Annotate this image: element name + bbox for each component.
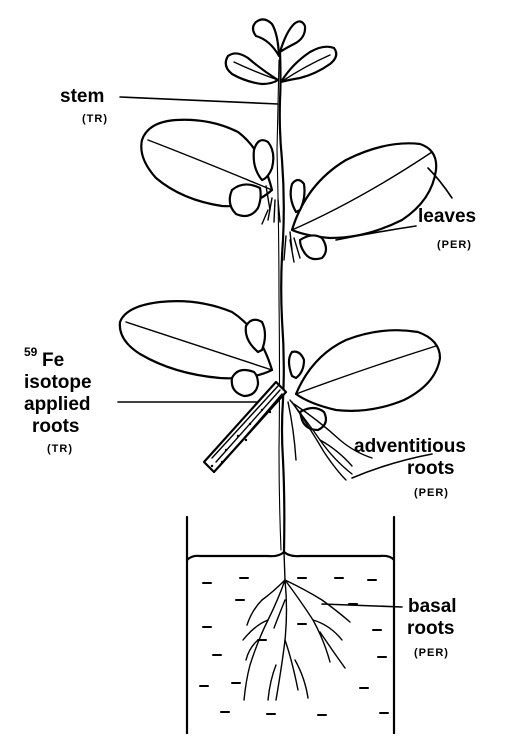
basal-roots-word: roots	[407, 618, 455, 639]
isotope-element: Fe	[42, 350, 64, 371]
applied-word: applied	[24, 394, 91, 415]
label-leaves: leaves (PER)	[418, 206, 476, 251]
water-container	[187, 517, 394, 734]
stem-label: stem	[60, 86, 104, 107]
adventitious-label: adventitious	[354, 436, 466, 457]
roots-word: roots	[32, 416, 80, 437]
adventitious-roots-word: roots	[407, 458, 455, 479]
label-basal: basal roots (PER)	[407, 596, 457, 659]
leaves-label: leaves	[418, 206, 476, 227]
leaves-tag: (PER)	[437, 239, 472, 251]
stem-leader	[120, 97, 278, 104]
isotope-superscript: 59	[24, 345, 38, 359]
isotope-tag: (TR)	[47, 443, 73, 455]
isotope-word: isotope	[24, 372, 92, 393]
basal-label: basal	[408, 596, 457, 617]
water-surface	[187, 552, 394, 560]
label-stem: stem (TR)	[60, 86, 108, 125]
adventitious-tag: (PER)	[414, 487, 449, 499]
basal-leader	[322, 604, 402, 607]
label-isotope: 59 Fe isotope applied roots (TR)	[24, 345, 92, 455]
water-dashes	[200, 578, 388, 715]
stem-tag: (TR)	[82, 113, 108, 125]
basal-roots	[243, 552, 350, 700]
label-adventitious: adventitious roots (PER)	[354, 436, 466, 499]
basal-tag: (PER)	[414, 647, 449, 659]
upper-leaf-cluster	[141, 120, 436, 262]
main-stem	[277, 52, 284, 552]
